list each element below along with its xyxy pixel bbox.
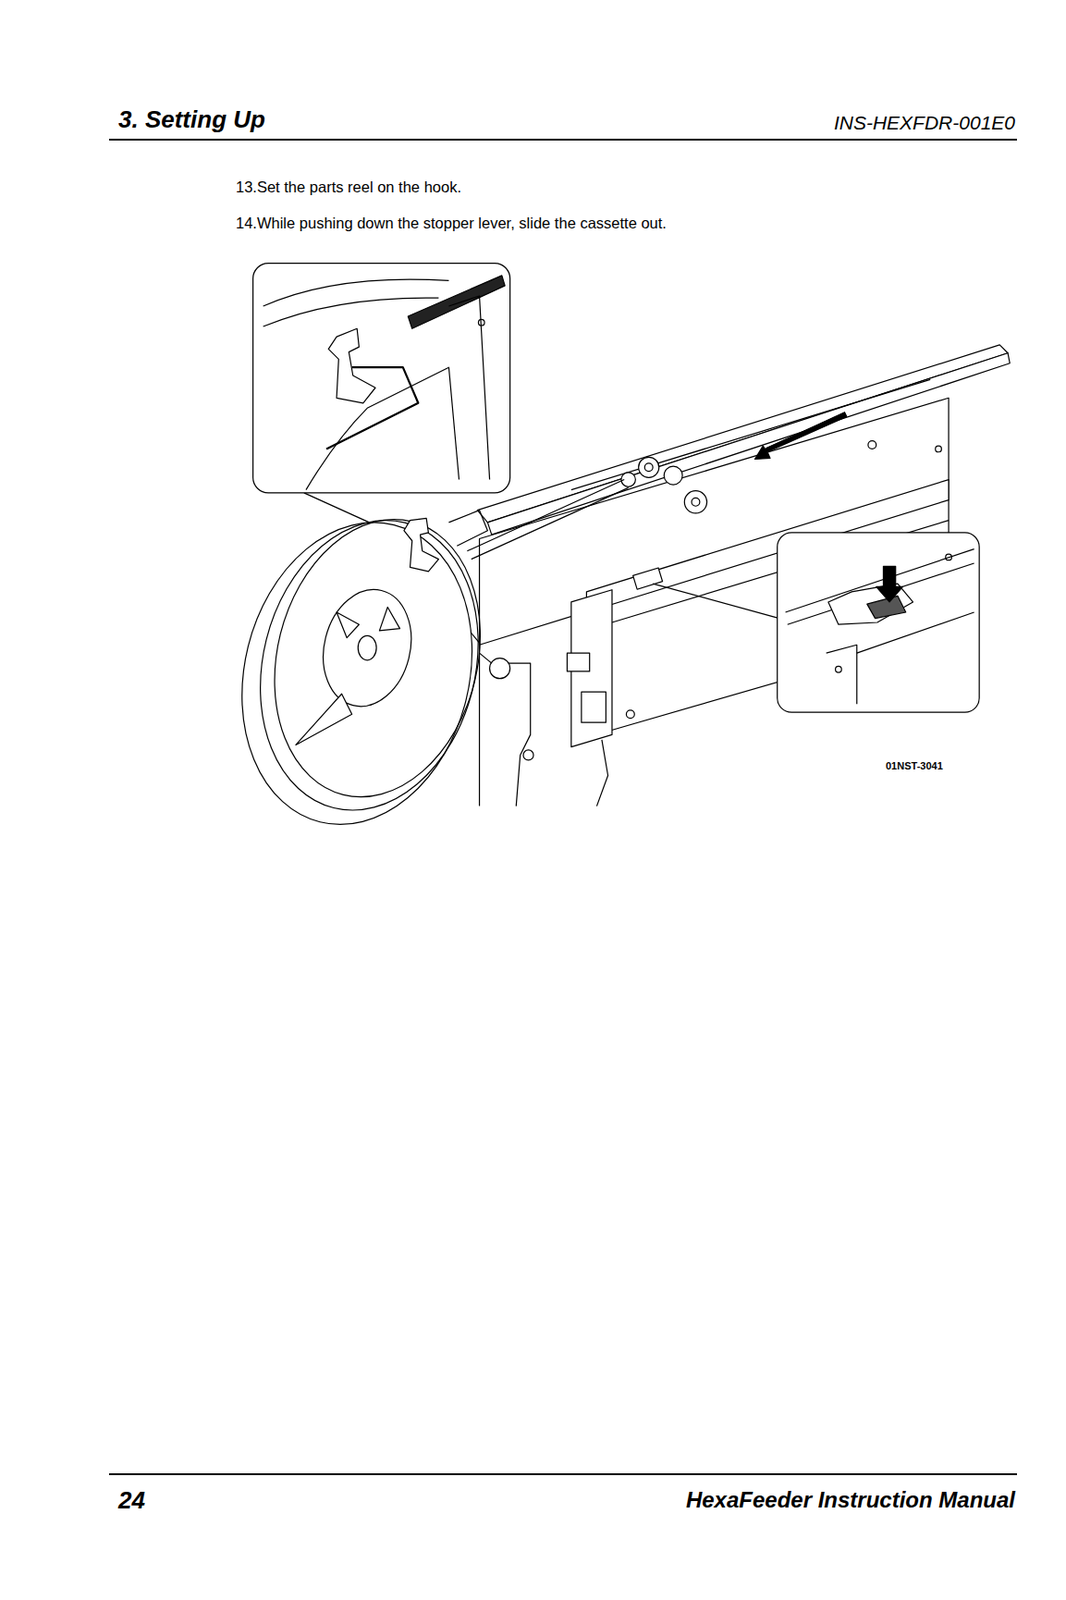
screw bbox=[477, 318, 485, 326]
leader-line bbox=[652, 583, 780, 619]
instruction-step: 14.While pushing down the stopper lever,… bbox=[235, 214, 667, 233]
reel-spoke bbox=[379, 606, 400, 630]
gear bbox=[684, 490, 707, 514]
reel-flange bbox=[245, 497, 508, 820]
hook-arm bbox=[448, 510, 488, 547]
manual-title: HexaFeeder Instruction Manual bbox=[686, 1486, 1016, 1513]
detail-inset bbox=[253, 263, 511, 493]
stand bbox=[479, 652, 531, 806]
screw bbox=[835, 665, 843, 673]
screw bbox=[868, 441, 877, 450]
rail-detail bbox=[787, 563, 975, 625]
leg bbox=[596, 739, 608, 807]
section-heading: 3. Setting Up bbox=[118, 105, 266, 135]
gear-hub bbox=[691, 497, 700, 506]
document-code: INS-HEXFDR-001E0 bbox=[833, 111, 1016, 135]
screw bbox=[935, 445, 943, 453]
instruction-step: 13.Set the parts reel on the hook. bbox=[235, 178, 462, 197]
gear bbox=[638, 456, 660, 478]
tab bbox=[566, 652, 589, 672]
screw bbox=[945, 553, 953, 561]
page-number: 24 bbox=[118, 1485, 146, 1515]
connector bbox=[581, 691, 606, 723]
stand-hole bbox=[523, 749, 534, 760]
gear bbox=[663, 465, 683, 485]
detail-inset bbox=[777, 532, 980, 712]
push-arrow bbox=[876, 565, 904, 602]
stopper-lever bbox=[633, 567, 663, 589]
slide-arrow bbox=[754, 412, 846, 460]
feeder-drawing bbox=[210, 263, 1010, 849]
reel-flange bbox=[306, 367, 459, 490]
tape-path bbox=[471, 487, 629, 559]
block-detail bbox=[826, 644, 858, 704]
rail-detail bbox=[407, 275, 505, 329]
hook-seat bbox=[326, 367, 418, 449]
reel-window bbox=[295, 693, 353, 745]
gear-hub bbox=[644, 463, 653, 472]
figure-number: 01NST-3041 bbox=[885, 759, 944, 772]
header-rule bbox=[109, 138, 1017, 141]
reel-hub bbox=[311, 579, 424, 716]
plate-detail bbox=[448, 295, 490, 480]
hook bbox=[404, 517, 440, 571]
reel-center bbox=[357, 635, 377, 660]
screw bbox=[625, 710, 635, 719]
footer-rule bbox=[109, 1472, 1017, 1475]
hook-detail bbox=[328, 328, 376, 404]
stand-knob bbox=[490, 658, 511, 679]
leader-line bbox=[304, 492, 370, 523]
reel-spoke bbox=[336, 612, 359, 638]
slide-arrow-shaft bbox=[767, 415, 846, 451]
reel-rim bbox=[231, 496, 509, 834]
